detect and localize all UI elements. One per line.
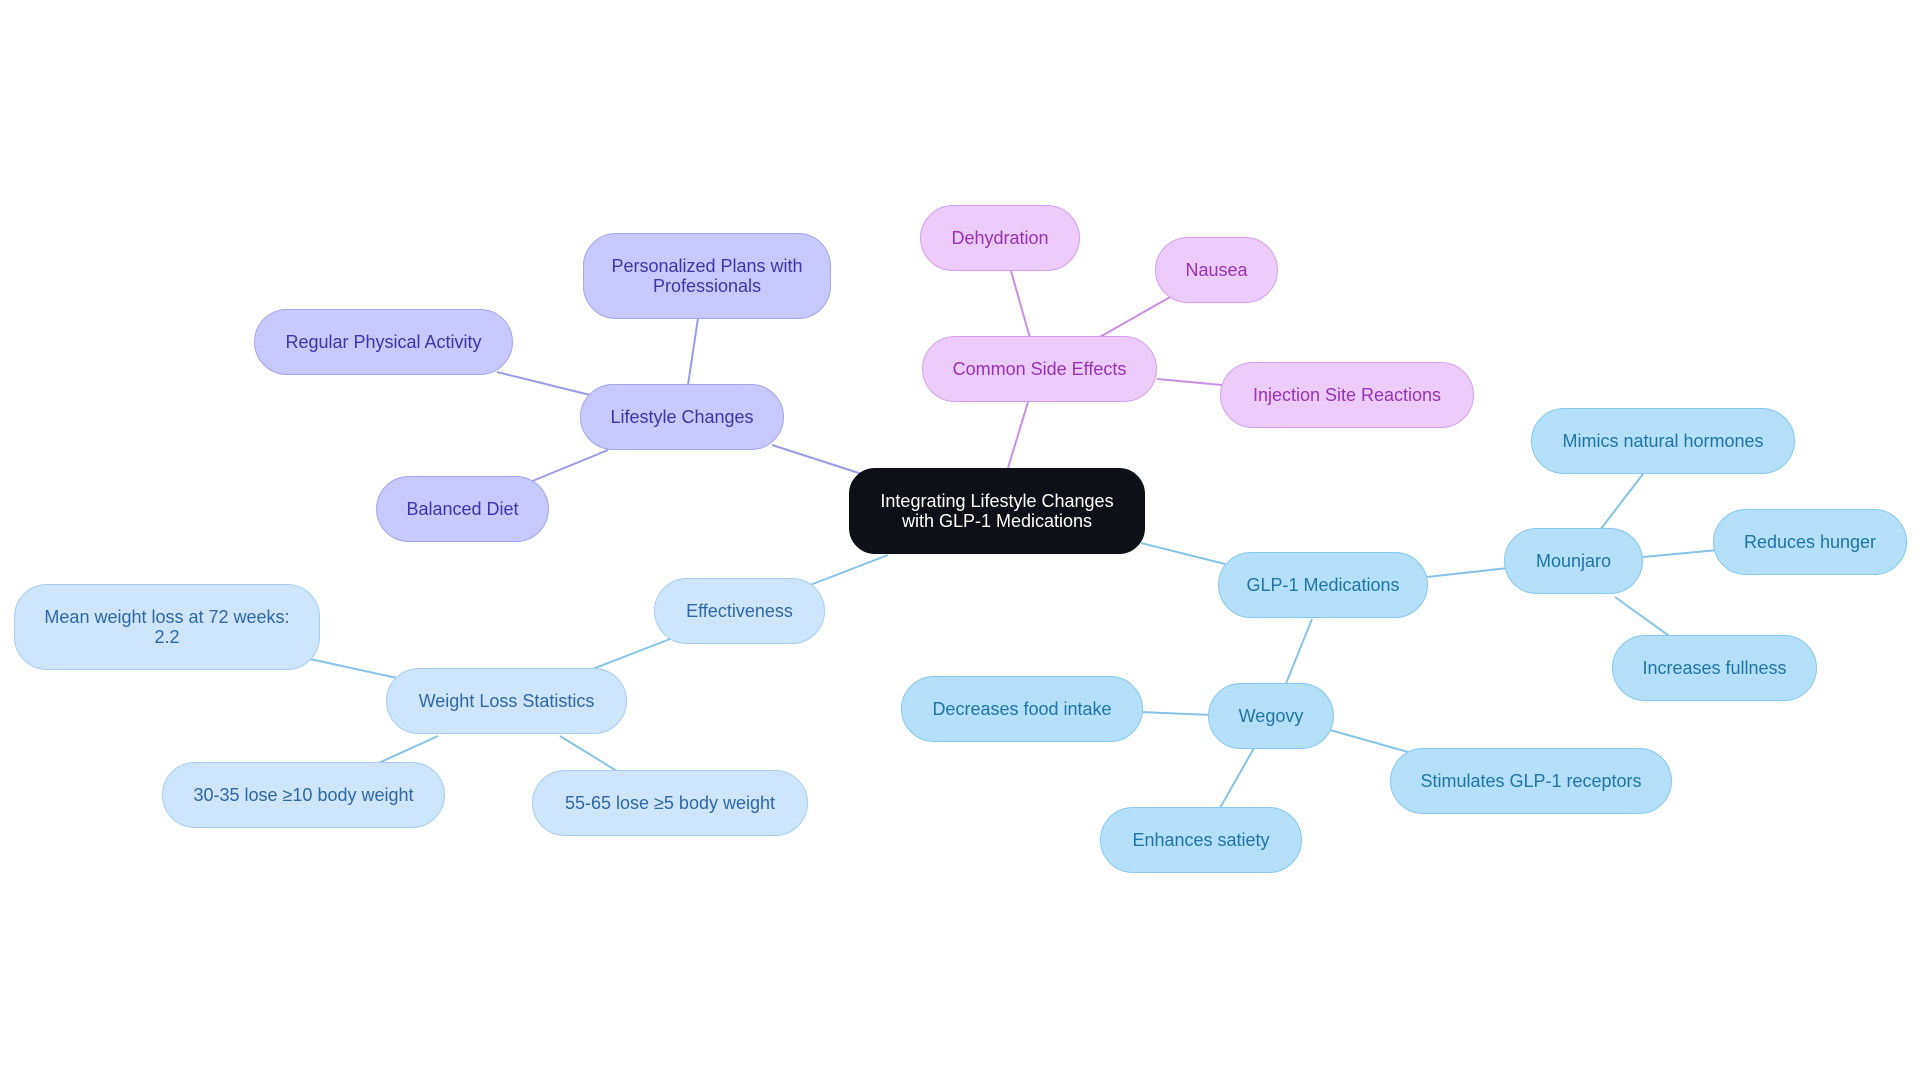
edge-glp1-mounjaro <box>1426 567 1509 578</box>
node-effectiveness: Effectiveness <box>654 578 825 644</box>
node-increases-fullness: Increases fullness <box>1612 635 1817 701</box>
edge-side-injection <box>1156 378 1223 386</box>
node-common-side-effects: Common Side Effects <box>922 336 1157 402</box>
edge-root-side-effects <box>1007 401 1029 469</box>
edge-root-glp1 <box>1140 542 1226 565</box>
edge-mounjaro-mimics <box>1599 473 1644 531</box>
edge-mounjaro-hunger <box>1642 549 1719 558</box>
edge-lifestyle-diet <box>529 449 609 483</box>
edge-root-effectiveness <box>809 554 889 586</box>
edge-side-nausea <box>1097 295 1173 339</box>
edge-wegovy-intake <box>1139 711 1213 716</box>
edge-lifestyle-personalized <box>687 317 699 386</box>
node-30-35-lose: 30-35 lose ≥10 body weight <box>162 762 445 828</box>
node-injection-site-reactions: Injection Site Reactions <box>1220 362 1474 428</box>
node-mimics-natural-hormones: Mimics natural hormones <box>1531 408 1795 474</box>
edge-wegovy-receptors <box>1329 729 1409 753</box>
node-regular-physical-activity: Regular Physical Activity <box>254 309 513 375</box>
node-personalized-plans: Personalized Plans with Professionals <box>583 233 831 319</box>
node-nausea: Nausea <box>1155 237 1278 303</box>
node-wegovy: Wegovy <box>1208 683 1334 749</box>
edge-effectiveness-weightloss <box>589 638 671 671</box>
node-mounjaro: Mounjaro <box>1504 528 1643 594</box>
node-mean-weight-loss: Mean weight loss at 72 weeks: 2.2 <box>14 584 320 670</box>
edge-lifestyle-activity <box>496 371 591 396</box>
edge-mounjaro-fullness <box>1614 596 1673 639</box>
edge-wegovy-satiety <box>1219 747 1255 809</box>
node-dehydration: Dehydration <box>920 205 1080 271</box>
node-55-65-lose: 55-65 lose ≥5 body weight <box>532 770 808 836</box>
node-stimulates-receptors: Stimulates GLP-1 receptors <box>1390 748 1672 814</box>
node-glp1-medications: GLP-1 Medications <box>1218 552 1428 618</box>
root-node: Integrating Lifestyle Changes with GLP-1… <box>849 468 1145 554</box>
node-enhances-satiety: Enhances satiety <box>1100 807 1302 873</box>
node-reduces-hunger: Reduces hunger <box>1713 509 1907 575</box>
edge-weightloss-30-35 <box>371 735 439 767</box>
edge-weightloss-mean <box>309 658 398 679</box>
node-lifestyle-changes: Lifestyle Changes <box>580 384 784 450</box>
edge-root-lifestyle <box>771 444 866 476</box>
node-decreases-food-intake: Decreases food intake <box>901 676 1143 742</box>
node-balanced-diet: Balanced Diet <box>376 476 549 542</box>
edge-side-dehydration <box>1010 270 1031 339</box>
edge-weightloss-55-65 <box>559 735 621 774</box>
node-weight-loss-statistics: Weight Loss Statistics <box>386 668 627 734</box>
edge-glp1-wegovy <box>1284 618 1313 687</box>
